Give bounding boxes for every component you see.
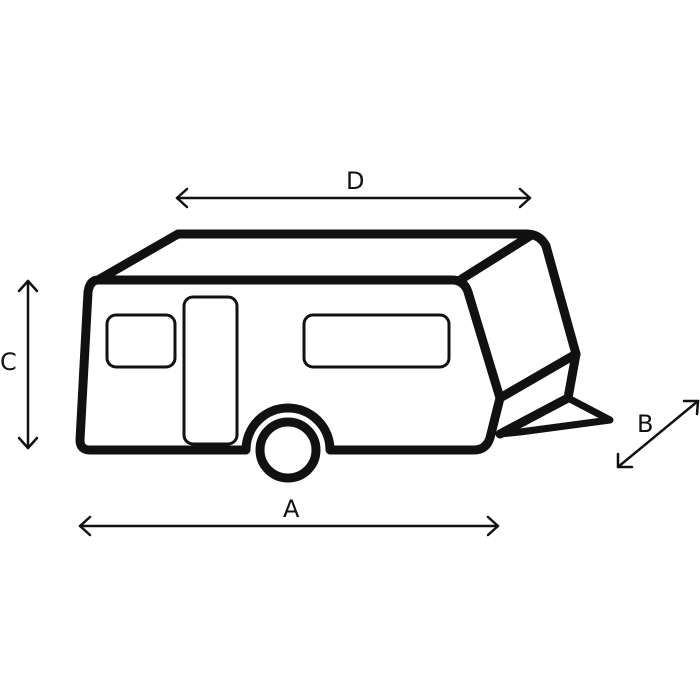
window-side	[302, 313, 451, 369]
dimension-label-b: B	[637, 410, 653, 438]
caravan-icon	[75, 229, 614, 483]
dimension-arrow-a	[78, 515, 500, 537]
dimension-arrow-d	[175, 187, 532, 209]
dimension-label-a: A	[283, 495, 300, 523]
drawbar	[496, 394, 614, 438]
wheel	[255, 417, 321, 483]
body-outline	[75, 275, 505, 455]
dimension-arrow-c	[17, 279, 39, 450]
door	[182, 295, 239, 446]
front-face	[495, 241, 581, 403]
dimension-arrow-b	[616, 399, 700, 469]
dimension-label-c: C	[0, 348, 17, 376]
roof-front-edge	[455, 231, 535, 285]
dimension-label-d: D	[346, 167, 364, 195]
window-rear	[105, 313, 177, 369]
